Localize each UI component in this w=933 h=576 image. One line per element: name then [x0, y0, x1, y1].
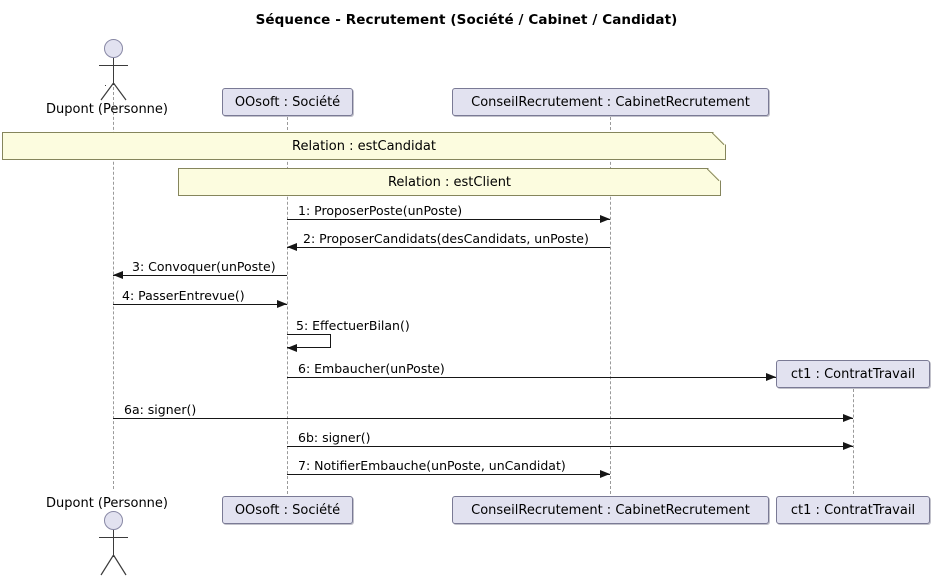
lifeline-conseil: [610, 117, 611, 494]
actor-dupont-body: [113, 58, 114, 85]
message-arrowhead-7: [600, 469, 610, 478]
message-selfcall-5-box: [287, 334, 331, 348]
message-label-6b: 6b: signer(): [298, 430, 371, 445]
message-label-6: 6: Embaucher(unPoste): [298, 361, 445, 376]
message-arrowhead-1: [600, 214, 610, 223]
participant-label-conseil-bottom: ConseilRecrutement : CabinetRecrutement: [471, 502, 750, 518]
message-label-3: 3: Convoquer(unPoste): [132, 259, 276, 274]
lifeline-dupont: [113, 77, 114, 489]
lifeline-oosoft: [287, 117, 288, 494]
message-label-1: 1: ProposerPoste(unPoste): [298, 203, 463, 218]
note-relation-estclient[interactable]: Relation : estClient: [178, 168, 721, 196]
message-label-7: 7: NotifierEmbauche(unPoste, unCandidat): [298, 458, 566, 473]
message-arrowhead-2: [287, 242, 297, 251]
participant-box-conseil-bottom[interactable]: ConseilRecrutement : CabinetRecrutement: [452, 496, 769, 524]
participant-box-ct1-top[interactable]: ct1 : ContratTravail: [776, 360, 930, 388]
avatar-actor-dupont-head-bottom: [104, 511, 123, 530]
message-line-2: [287, 247, 610, 248]
actor-dupont-arms-bottom: [99, 537, 128, 538]
participant-box-conseil-top[interactable]: ConseilRecrutement : CabinetRecrutement: [452, 88, 769, 116]
diagram-title: Séquence - Recrutement (Société / Cabine…: [255, 12, 678, 28]
message-arrowhead-6: [766, 372, 776, 381]
message-arrowhead-4: [277, 299, 287, 308]
participant-label-ct1-top: ct1 : ContratTravail: [790, 366, 916, 382]
message-line-6: [287, 377, 776, 378]
message-label-2: 2: ProposerCandidats(desCandidats, unPos…: [303, 231, 589, 246]
message-label-5: 5: EffectuerBilan(): [296, 318, 410, 333]
message-label-4: 4: PasserEntrevue(): [122, 288, 245, 303]
participant-box-oosoft-bottom[interactable]: OOsoft : Société: [222, 496, 353, 524]
message-line-1: [287, 219, 610, 220]
lifeline-ct1: [853, 389, 854, 494]
actor-dupont-body-bottom: [113, 530, 114, 557]
message-arrowhead-6b: [843, 441, 853, 450]
message-line-4: [113, 304, 287, 305]
message-line-6a: [113, 418, 853, 419]
note-text-estclient: Relation : estClient: [387, 174, 512, 190]
participant-box-ct1-bottom[interactable]: ct1 : ContratTravail: [776, 496, 930, 524]
participant-label-conseil-top: ConseilRecrutement : CabinetRecrutement: [471, 94, 750, 110]
avatar-actor-dupont-head: [104, 39, 123, 58]
participant-box-oosoft-top[interactable]: OOsoft : Société: [222, 88, 353, 116]
message-arrowhead-6a: [843, 413, 853, 422]
message-line-3: [113, 275, 287, 276]
note-relation-estcandidat[interactable]: Relation : estCandidat: [2, 132, 726, 160]
participant-label-oosoft-bottom: OOsoft : Société: [234, 502, 341, 518]
actor-dupont-leg-l: [105, 85, 106, 86]
participant-label-ct1-bottom: ct1 : ContratTravail: [790, 502, 916, 518]
note-fold-diagonal-icon: [707, 168, 721, 182]
actor-dupont-label-bottom: Dupont (Personne): [46, 496, 168, 511]
note-fold-diagonal-icon: [712, 132, 726, 146]
participant-label-oosoft-top: OOsoft : Société: [234, 94, 341, 110]
message-arrowhead-5: [287, 343, 297, 352]
actor-dupont-label-top: Dupont (Personne): [46, 102, 168, 117]
message-line-7: [287, 474, 610, 475]
actor-dupont-arms: [99, 65, 128, 66]
actor-dupont-legs-bottom: [100, 555, 127, 576]
message-arrowhead-3: [113, 270, 123, 279]
message-label-6a: 6a: signer(): [124, 402, 197, 417]
note-text-estcandidat: Relation : estCandidat: [292, 138, 436, 154]
actor-dupont-legs: [100, 83, 127, 101]
message-line-6b: [287, 446, 853, 447]
